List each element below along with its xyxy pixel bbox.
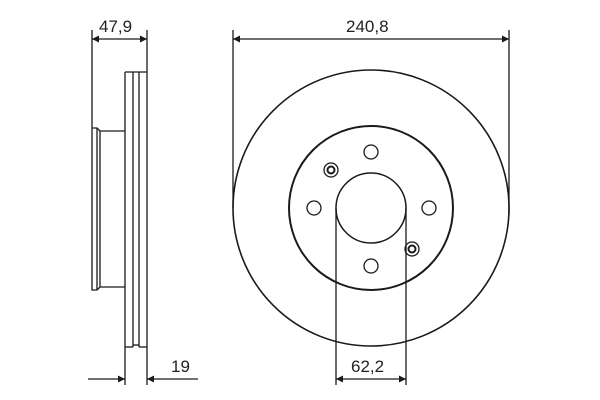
locating-hole-upper-left: [323, 162, 339, 178]
bolt-hole-bottom: [363, 258, 379, 274]
disc-section: [124, 71, 148, 348]
locating-hole-lower-right: [404, 241, 420, 257]
hub-section: [91, 127, 125, 291]
dimension-thickness: 19: [88, 357, 198, 383]
dimension-height: 47,9: [92, 17, 147, 43]
bolt-hole-left: [306, 200, 322, 216]
dimension-outer-diameter: 240,8: [233, 17, 509, 43]
side-view: [91, 30, 148, 385]
dimension-center-bore: 62,2: [336, 357, 406, 383]
dimension-thickness-label: 19: [171, 357, 190, 376]
center-bore-circle: [335, 172, 407, 244]
dimension-center-bore-label: 62,2: [351, 357, 384, 376]
hat-circle: [288, 125, 454, 291]
front-view: [232, 30, 510, 385]
bolt-hole-top: [363, 144, 379, 160]
bolt-hole-right: [421, 200, 437, 216]
dimension-height-label: 47,9: [99, 17, 132, 36]
dimension-outer-diameter-label: 240,8: [346, 17, 389, 36]
outer-disc-circle: [232, 69, 510, 347]
